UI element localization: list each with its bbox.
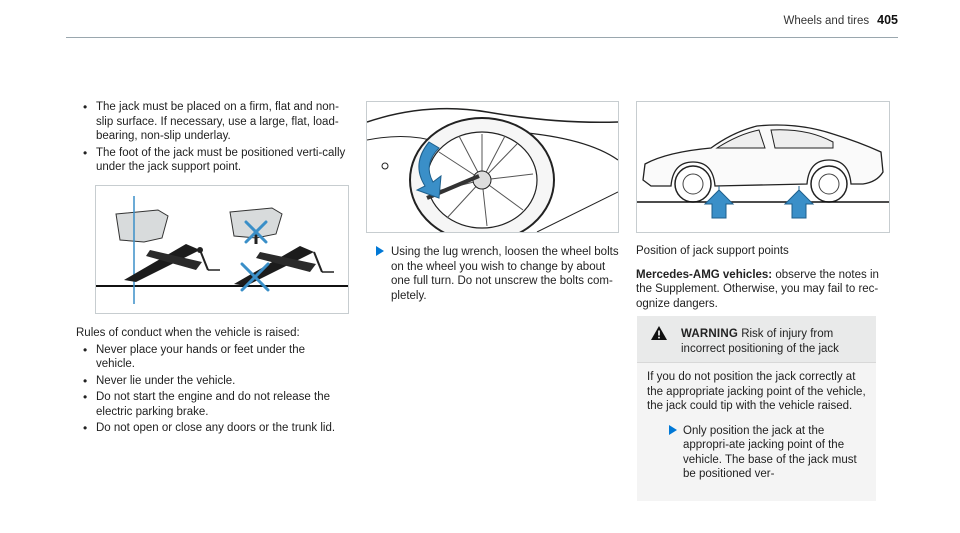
warning-box: WARNING Risk of injury from incorrect po… [637, 316, 876, 501]
amg-text: observe the notes in the Supplement. Oth… [636, 268, 879, 310]
rules-heading: Rules of conduct when the vehicle is rai… [76, 327, 300, 339]
warning-title: WARNING [681, 328, 738, 340]
warning-header: WARNING Risk of injury from incorrect po… [637, 316, 876, 362]
list-item: Do not open or close any doors or the tr… [76, 421, 346, 436]
step-text: Using the lug wrench, loosen the wheel b… [391, 246, 619, 302]
running-header: Wheels and tires 405 [783, 13, 898, 29]
header-rule [66, 37, 898, 38]
rules-section: Rules of conduct when the vehicle is rai… [76, 326, 346, 438]
section-title: Wheels and tires [783, 15, 870, 27]
list-item: Never place your hands or feet under the… [76, 343, 346, 372]
list-item: Do not start the engine and do not relea… [76, 390, 346, 419]
warning-text: If you do not position the jack correctl… [647, 371, 866, 412]
jack-support-points-illustration [636, 101, 890, 233]
warning-triangle-icon [651, 326, 667, 345]
lug-wrench-illustration [366, 101, 619, 233]
warning-summary: Risk of injury from incorrect positionin… [681, 328, 839, 355]
left-column: The jack must be placed on a firm, flat … [76, 100, 346, 177]
amg-label: Mercedes-AMG vehicles: [636, 268, 773, 281]
amg-note: Mercedes-AMG vehicles: observe the notes… [636, 268, 886, 312]
list-item: The foot of the jack must be positioned … [76, 146, 346, 175]
wrench-step: Using the lug wrench, loosen the wheel b… [366, 245, 621, 303]
warning-body: If you do not position the jack correctl… [637, 362, 876, 501]
arrow-right-icon [669, 424, 677, 435]
list-item: Never lie under the vehicle. [76, 374, 346, 389]
warning-step-text: Only position the jack at the appropri-a… [683, 424, 857, 481]
rules-bullet-list: Never place your hands or feet under the… [76, 343, 346, 436]
figure-caption: Position of jack support points [636, 245, 789, 257]
intro-bullet-list: The jack must be placed on a firm, flat … [76, 100, 346, 175]
right-text: Position of jack support points Mercedes… [636, 244, 886, 311]
jack-placement-illustration [95, 185, 349, 314]
page-number: 405 [877, 13, 898, 27]
list-item: The jack must be placed on a firm, flat … [76, 100, 346, 144]
arrow-right-icon [376, 246, 384, 256]
